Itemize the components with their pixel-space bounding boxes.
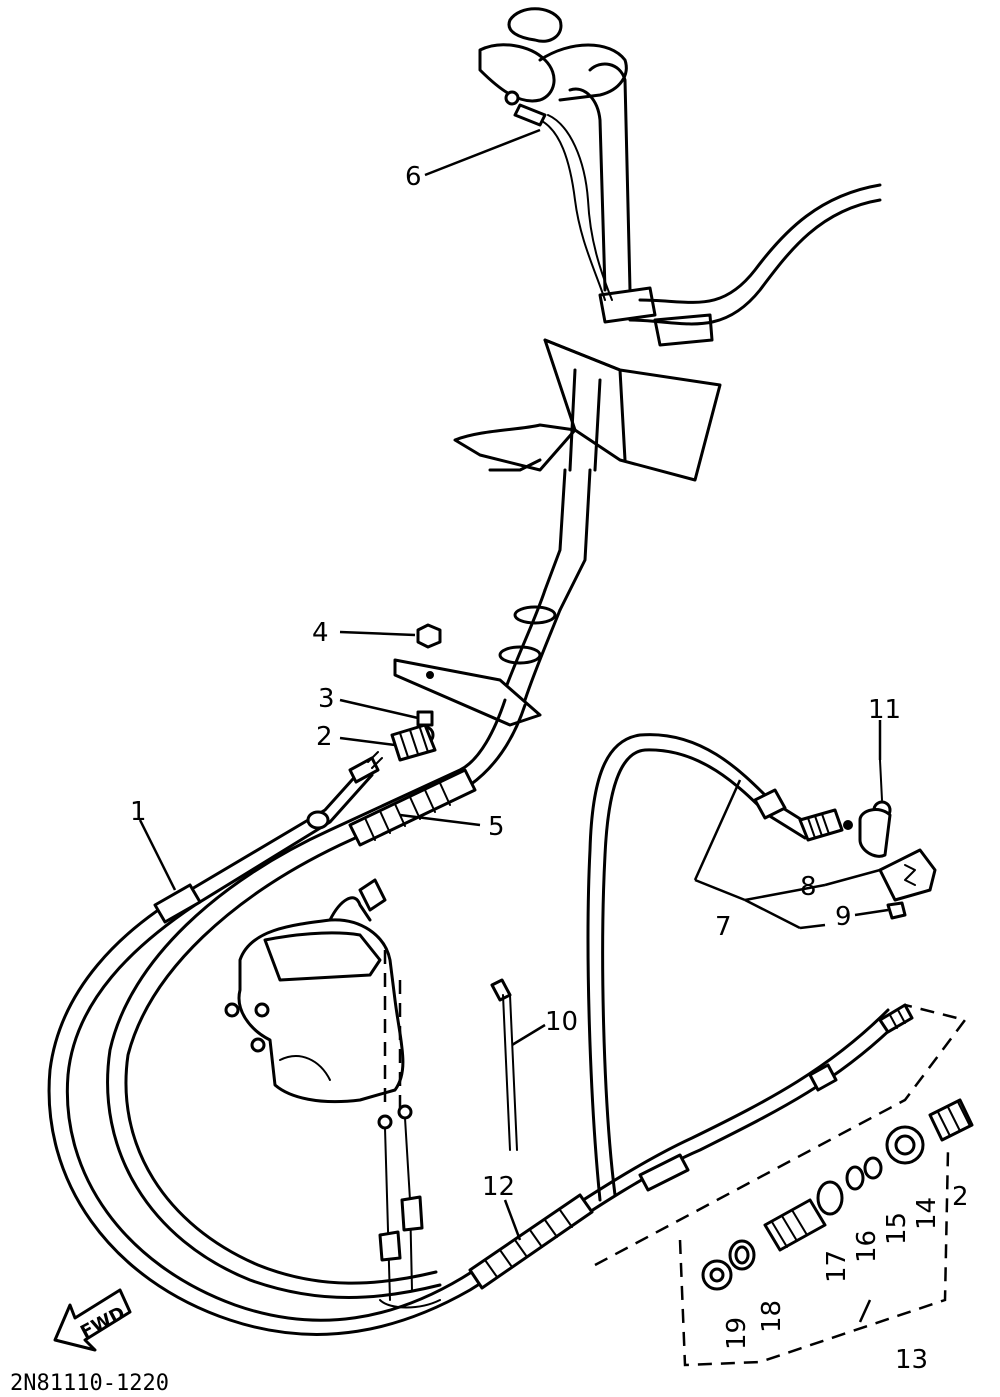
callout-10: 10	[545, 1007, 578, 1037]
callout-1: 1	[130, 797, 147, 827]
carburetor-assembly	[224, 878, 405, 1110]
callout-14: 14	[912, 1197, 942, 1230]
cable-part-5	[106, 698, 527, 1299]
cable-part-1	[47, 751, 902, 1336]
callout-17: 17	[822, 1250, 852, 1283]
callout-18: 18	[757, 1300, 787, 1333]
carb-cables	[377, 1104, 441, 1309]
callout-4: 4	[312, 618, 329, 648]
nut-part-4	[416, 623, 442, 649]
cap-part-8	[878, 848, 937, 902]
callout-2-left: 2	[316, 722, 333, 752]
callout-labels: 6 4 3 2 1 5 11 8 7 9 10 12 2 14 15 16 17…	[130, 162, 969, 1375]
diagram-code: 2N81110-1220	[10, 1371, 169, 1396]
callout-5: 5	[488, 812, 505, 842]
grommet-part-2-left	[390, 723, 437, 762]
callout-15: 15	[882, 1212, 912, 1245]
callout-9: 9	[835, 902, 852, 932]
cable-tie-part-10	[490, 978, 518, 1151]
callout-2-right: 2	[952, 1182, 969, 1212]
fwd-arrow: FWD	[53, 1288, 132, 1352]
lever-part-11	[858, 759, 892, 858]
callout-7: 7	[715, 912, 732, 942]
callout-13: 13	[895, 1345, 928, 1375]
callout-6: 6	[405, 162, 422, 192]
handlebar-assembly	[453, 7, 882, 612]
screw-part-9	[886, 901, 907, 920]
steering-column	[393, 368, 602, 727]
leader-lines	[138, 128, 889, 1323]
callout-11: 11	[868, 695, 901, 725]
cable-part-7	[586, 733, 853, 1202]
callout-12: 12	[482, 1172, 515, 1202]
callout-19: 19	[722, 1317, 752, 1350]
throttle-cable-upper	[504, 90, 613, 301]
boot-kit-parts	[594, 1003, 974, 1367]
cable-part-12	[468, 1003, 914, 1290]
callout-16: 16	[852, 1230, 882, 1263]
callout-8: 8	[800, 872, 817, 902]
callout-3: 3	[318, 684, 335, 714]
